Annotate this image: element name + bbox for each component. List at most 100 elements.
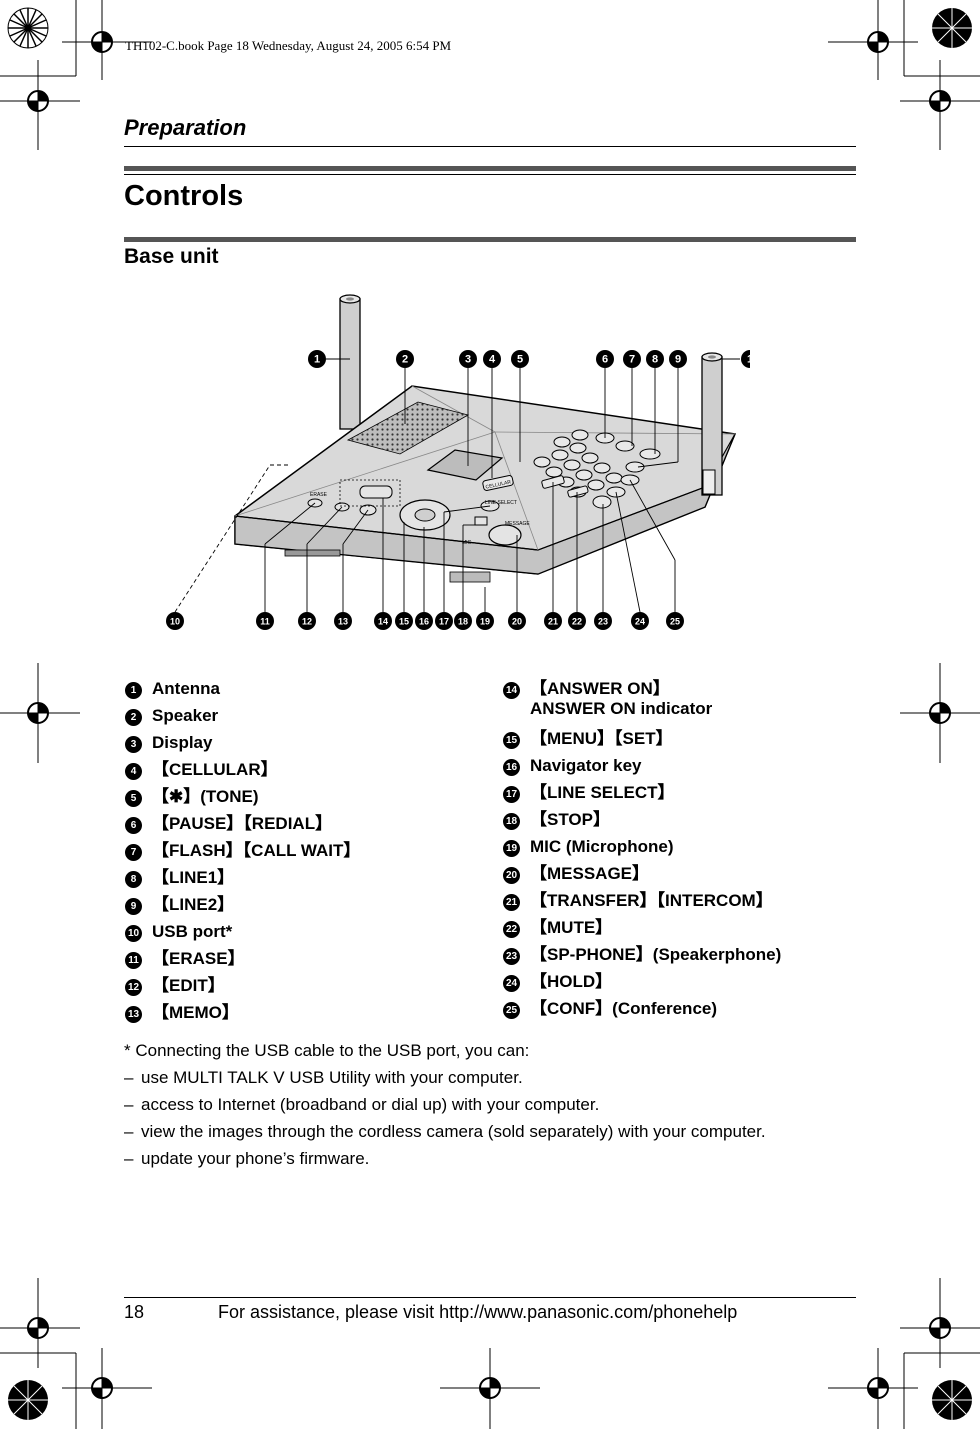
- item-label: 【✱】(TONE): [152, 787, 259, 806]
- item-label: 【FLASH】【CALL WAIT】: [152, 841, 361, 860]
- item-label: Navigator key: [530, 756, 642, 775]
- item-label: 【EDIT】: [152, 976, 225, 995]
- base-unit-figure: CELLULAR LINE SELECT MESSAGE ERASE MIC: [166, 294, 750, 630]
- callout-badge: [666, 612, 684, 630]
- callout-badge: [396, 350, 414, 368]
- line-select-key-label: LINE SELECT: [485, 500, 517, 506]
- list-item: 15【MENU】【SET】: [503, 729, 673, 749]
- callout-number: 4: [489, 354, 496, 366]
- list-item: 17【LINE SELECT】: [503, 783, 675, 803]
- callout-badge: [623, 350, 641, 368]
- list-item: 11 【ERASE】: [125, 949, 245, 969]
- item-number: 18: [503, 813, 520, 830]
- callout-number: 23: [598, 617, 608, 627]
- bullet-item: –use MULTI TALK V USB Utility with your …: [124, 1068, 523, 1088]
- callout-badge: [631, 612, 649, 630]
- display-screen: [426, 449, 504, 481]
- list-item: 24【HOLD】: [503, 972, 612, 992]
- bullet-item: –view the images through the cordless ca…: [124, 1122, 766, 1142]
- callout-badge: [594, 612, 612, 630]
- item-label: 【MENU】【SET】: [530, 729, 673, 748]
- stop-button: [474, 516, 488, 526]
- item-label: 【CELLULAR】: [152, 760, 278, 779]
- bullet-text: access to Internet (broadband or dial up…: [141, 1095, 600, 1114]
- callout-number: 1: [747, 354, 750, 366]
- callout-number: 16: [419, 617, 429, 627]
- item-number: 25: [503, 1002, 520, 1019]
- callout-badge: [256, 612, 274, 630]
- item-number: 21: [503, 894, 520, 911]
- right-antenna: [701, 352, 723, 496]
- item-number: 3: [125, 736, 142, 753]
- item-number: 8: [125, 871, 142, 888]
- title-rule-heavy: [124, 166, 856, 171]
- dash: –: [124, 1095, 134, 1114]
- item-number: 1: [125, 682, 142, 699]
- item-number: 24: [503, 975, 520, 992]
- erase-key-label: ERASE: [310, 492, 328, 498]
- callout-number: 10: [170, 617, 180, 627]
- item-label: MIC (Microphone): [530, 837, 674, 856]
- dash: –: [124, 1122, 134, 1141]
- item-label: 【PAUSE】【REDIAL】: [152, 814, 333, 833]
- item-number: 23: [503, 948, 520, 965]
- list-item: 18【STOP】: [503, 810, 610, 830]
- item-number: 4: [125, 763, 142, 780]
- item-label: 【ERASE】: [152, 949, 245, 968]
- mic-label: MIC: [462, 540, 472, 546]
- callout-number: 11: [260, 617, 270, 627]
- item-label: 【SP-PHONE】(Speakerphone): [530, 945, 782, 964]
- callout-badge: [568, 612, 586, 630]
- list-item: 6【PAUSE】【REDIAL】: [125, 814, 332, 834]
- bullet-text: use MULTI TALK V USB Utility with your c…: [141, 1068, 523, 1087]
- list-item: 12 【EDIT】: [125, 976, 225, 996]
- item-number: 7: [125, 844, 142, 861]
- callout-badge: [415, 612, 433, 630]
- callout-badge: [596, 350, 614, 368]
- list-item: 20【MESSAGE】: [503, 864, 649, 884]
- message-key-label: MESSAGE: [505, 521, 530, 527]
- item-label: USB port*: [152, 922, 233, 941]
- callout-number: 25: [670, 617, 680, 627]
- callout-badge: [476, 612, 494, 630]
- list-item: 7 【FLASH】【CALL WAIT】: [125, 841, 360, 861]
- item-label: 【MEMO】: [152, 1003, 239, 1022]
- callout-number: 13: [338, 617, 348, 627]
- callout-number: 9: [675, 354, 681, 366]
- item-number: 10: [125, 925, 142, 942]
- book-header: TH102-C.book Page 18 Wednesday, August 2…: [125, 38, 452, 53]
- footer-help-text: For assistance, please visit http://www.…: [218, 1302, 738, 1322]
- item-number: 11: [125, 952, 142, 969]
- answer-on-button: [359, 485, 393, 499]
- callout-number: 20: [512, 617, 522, 627]
- callout-badge: [435, 612, 453, 630]
- list-item: 22【MUTE】: [503, 918, 612, 938]
- item-number: 16: [503, 759, 520, 776]
- list-item: 14【ANSWER ON】ANSWER ON indicator: [503, 679, 712, 719]
- callout-number: 21: [548, 617, 558, 627]
- callout-number: 1: [314, 354, 320, 366]
- callout-badge: [298, 612, 316, 630]
- item-number: 20: [503, 867, 520, 884]
- callout-badge: [741, 350, 750, 368]
- callout-number: 15: [399, 617, 409, 627]
- item-number: 13: [125, 1006, 142, 1023]
- item-number: 22: [503, 921, 520, 938]
- cellular-key-label: CELLULAR: [485, 479, 512, 490]
- item-number: 12: [125, 979, 142, 996]
- callout-badge: [544, 612, 562, 630]
- footer-rule: [124, 1297, 856, 1298]
- list-item: 21【TRANSFER】【INTERCOM】: [503, 891, 773, 911]
- dash: –: [124, 1068, 134, 1087]
- dash: –: [124, 1149, 134, 1168]
- callout-number: 3: [465, 354, 471, 366]
- item-label: 【LINE SELECT】: [530, 783, 675, 802]
- leader-lines: [174, 358, 740, 613]
- subtitle-rule: [124, 237, 856, 242]
- item-number: 5: [125, 790, 142, 807]
